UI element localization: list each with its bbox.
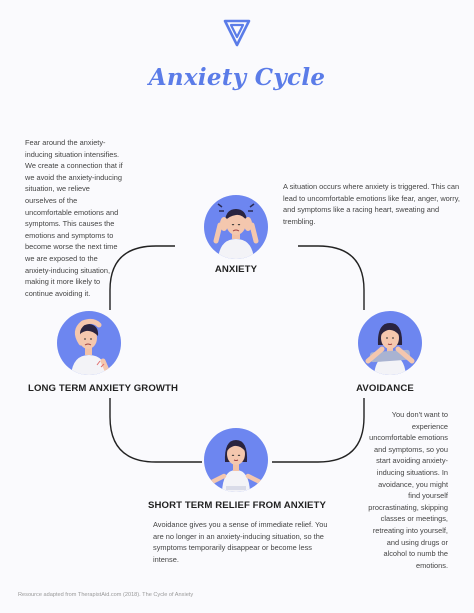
description-anxiety: A situation occurs where anxiety is trig… [283, 182, 460, 226]
stage-label-growth: LONG TERM ANXIETY GROWTH [28, 383, 179, 394]
stage-label-relief: SHORT TERM RELIEF FROM ANXIETY [148, 500, 326, 511]
anxiety-illustration [204, 195, 268, 259]
avoidance-illustration [358, 311, 422, 375]
avoiding-person-icon [365, 323, 415, 375]
anxious-person-icon [213, 203, 259, 259]
triangle-logo-icon [223, 19, 251, 47]
relief-illustration [204, 428, 268, 492]
meditating-person-icon [209, 440, 263, 492]
page-title: Anxiety Cycle [148, 64, 326, 91]
description-relief: Avoidance gives you a sense of immediate… [153, 520, 328, 564]
connector-relief-growth [109, 398, 202, 463]
description-growth: Fear around the anxiety-inducing situati… [25, 138, 123, 298]
description-avoidance: You don't want to experience uncomfortab… [368, 410, 448, 570]
stage-label-anxiety: ANXIETY [214, 264, 258, 275]
growth-illustration [57, 311, 121, 375]
connector-avoidance-relief [272, 398, 365, 463]
source-footer: Resource adapted from TherapistAid.com (… [18, 592, 194, 598]
stage-label-avoidance: AVOIDANCE [356, 383, 414, 394]
connector-anxiety-avoidance [298, 245, 365, 310]
stressed-person-icon [71, 318, 112, 375]
